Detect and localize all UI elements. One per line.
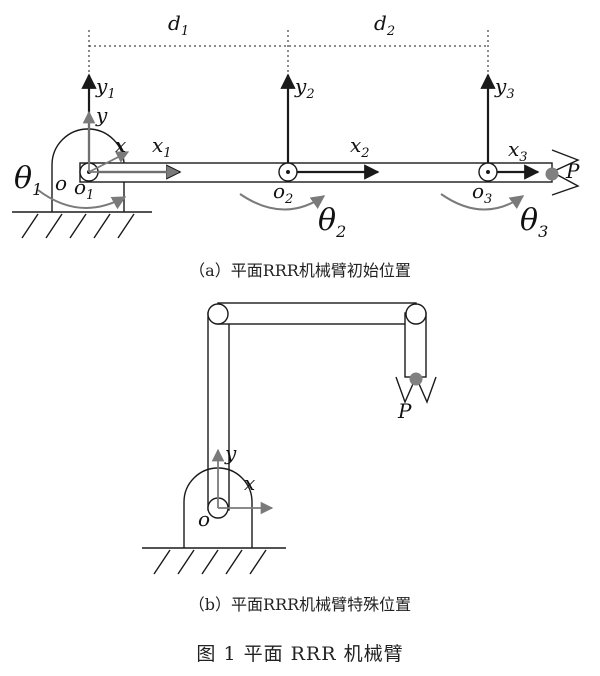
joint-o2-center	[286, 170, 290, 174]
label-x3: x3	[508, 137, 528, 165]
diagram-a: d1 d2 P	[12, 11, 580, 280]
end-point-a-label: P	[565, 159, 580, 183]
end-point-b	[409, 372, 423, 386]
label-theta1: θ1	[14, 161, 42, 199]
diagram-b: P y x o （b）平面RRR机械臂特殊位置	[142, 302, 437, 614]
joint-o3-center	[486, 170, 490, 174]
label-theta3: θ3	[520, 203, 548, 241]
end-point-b-label: P	[397, 399, 412, 423]
ground-a	[12, 211, 152, 239]
caption-a: （a）平面RRR机械臂初始位置	[189, 261, 411, 280]
label-b-o: o	[198, 507, 210, 531]
label-theta2: θ2	[318, 203, 346, 241]
label-o2: o2	[273, 179, 293, 207]
ground-b	[142, 547, 286, 575]
label-o1: o1	[74, 175, 94, 203]
label-x1: x1	[152, 133, 172, 161]
caption-b: （b）平面RRR机械臂特殊位置	[189, 595, 411, 614]
label-y2: y2	[294, 74, 315, 102]
label-x2: x2	[350, 133, 370, 161]
joint-b-2	[207, 303, 229, 325]
rotation-arcs-a	[37, 189, 525, 211]
label-base-x: x	[115, 133, 126, 157]
dim-d2-label: d2	[374, 11, 395, 39]
label-y1: y1	[95, 74, 116, 102]
gripper-a	[551, 149, 580, 196]
dim-d1-label: d1	[168, 11, 189, 39]
base-axes-b	[211, 448, 274, 515]
label-b-x: x	[244, 471, 255, 495]
link-horizontal-b	[217, 302, 417, 325]
figure-title: 图 1 平面 RRR 机械臂	[196, 643, 403, 665]
base-axes-a	[82, 110, 180, 179]
joint-b-3	[405, 303, 427, 325]
label-o: o	[55, 171, 67, 195]
label-b-y: y	[224, 441, 237, 465]
end-point-a	[545, 167, 559, 181]
label-o3: o3	[472, 179, 492, 207]
label-y3: y3	[494, 74, 515, 102]
gripper-b	[395, 376, 437, 404]
label-base-y: y	[95, 103, 108, 127]
